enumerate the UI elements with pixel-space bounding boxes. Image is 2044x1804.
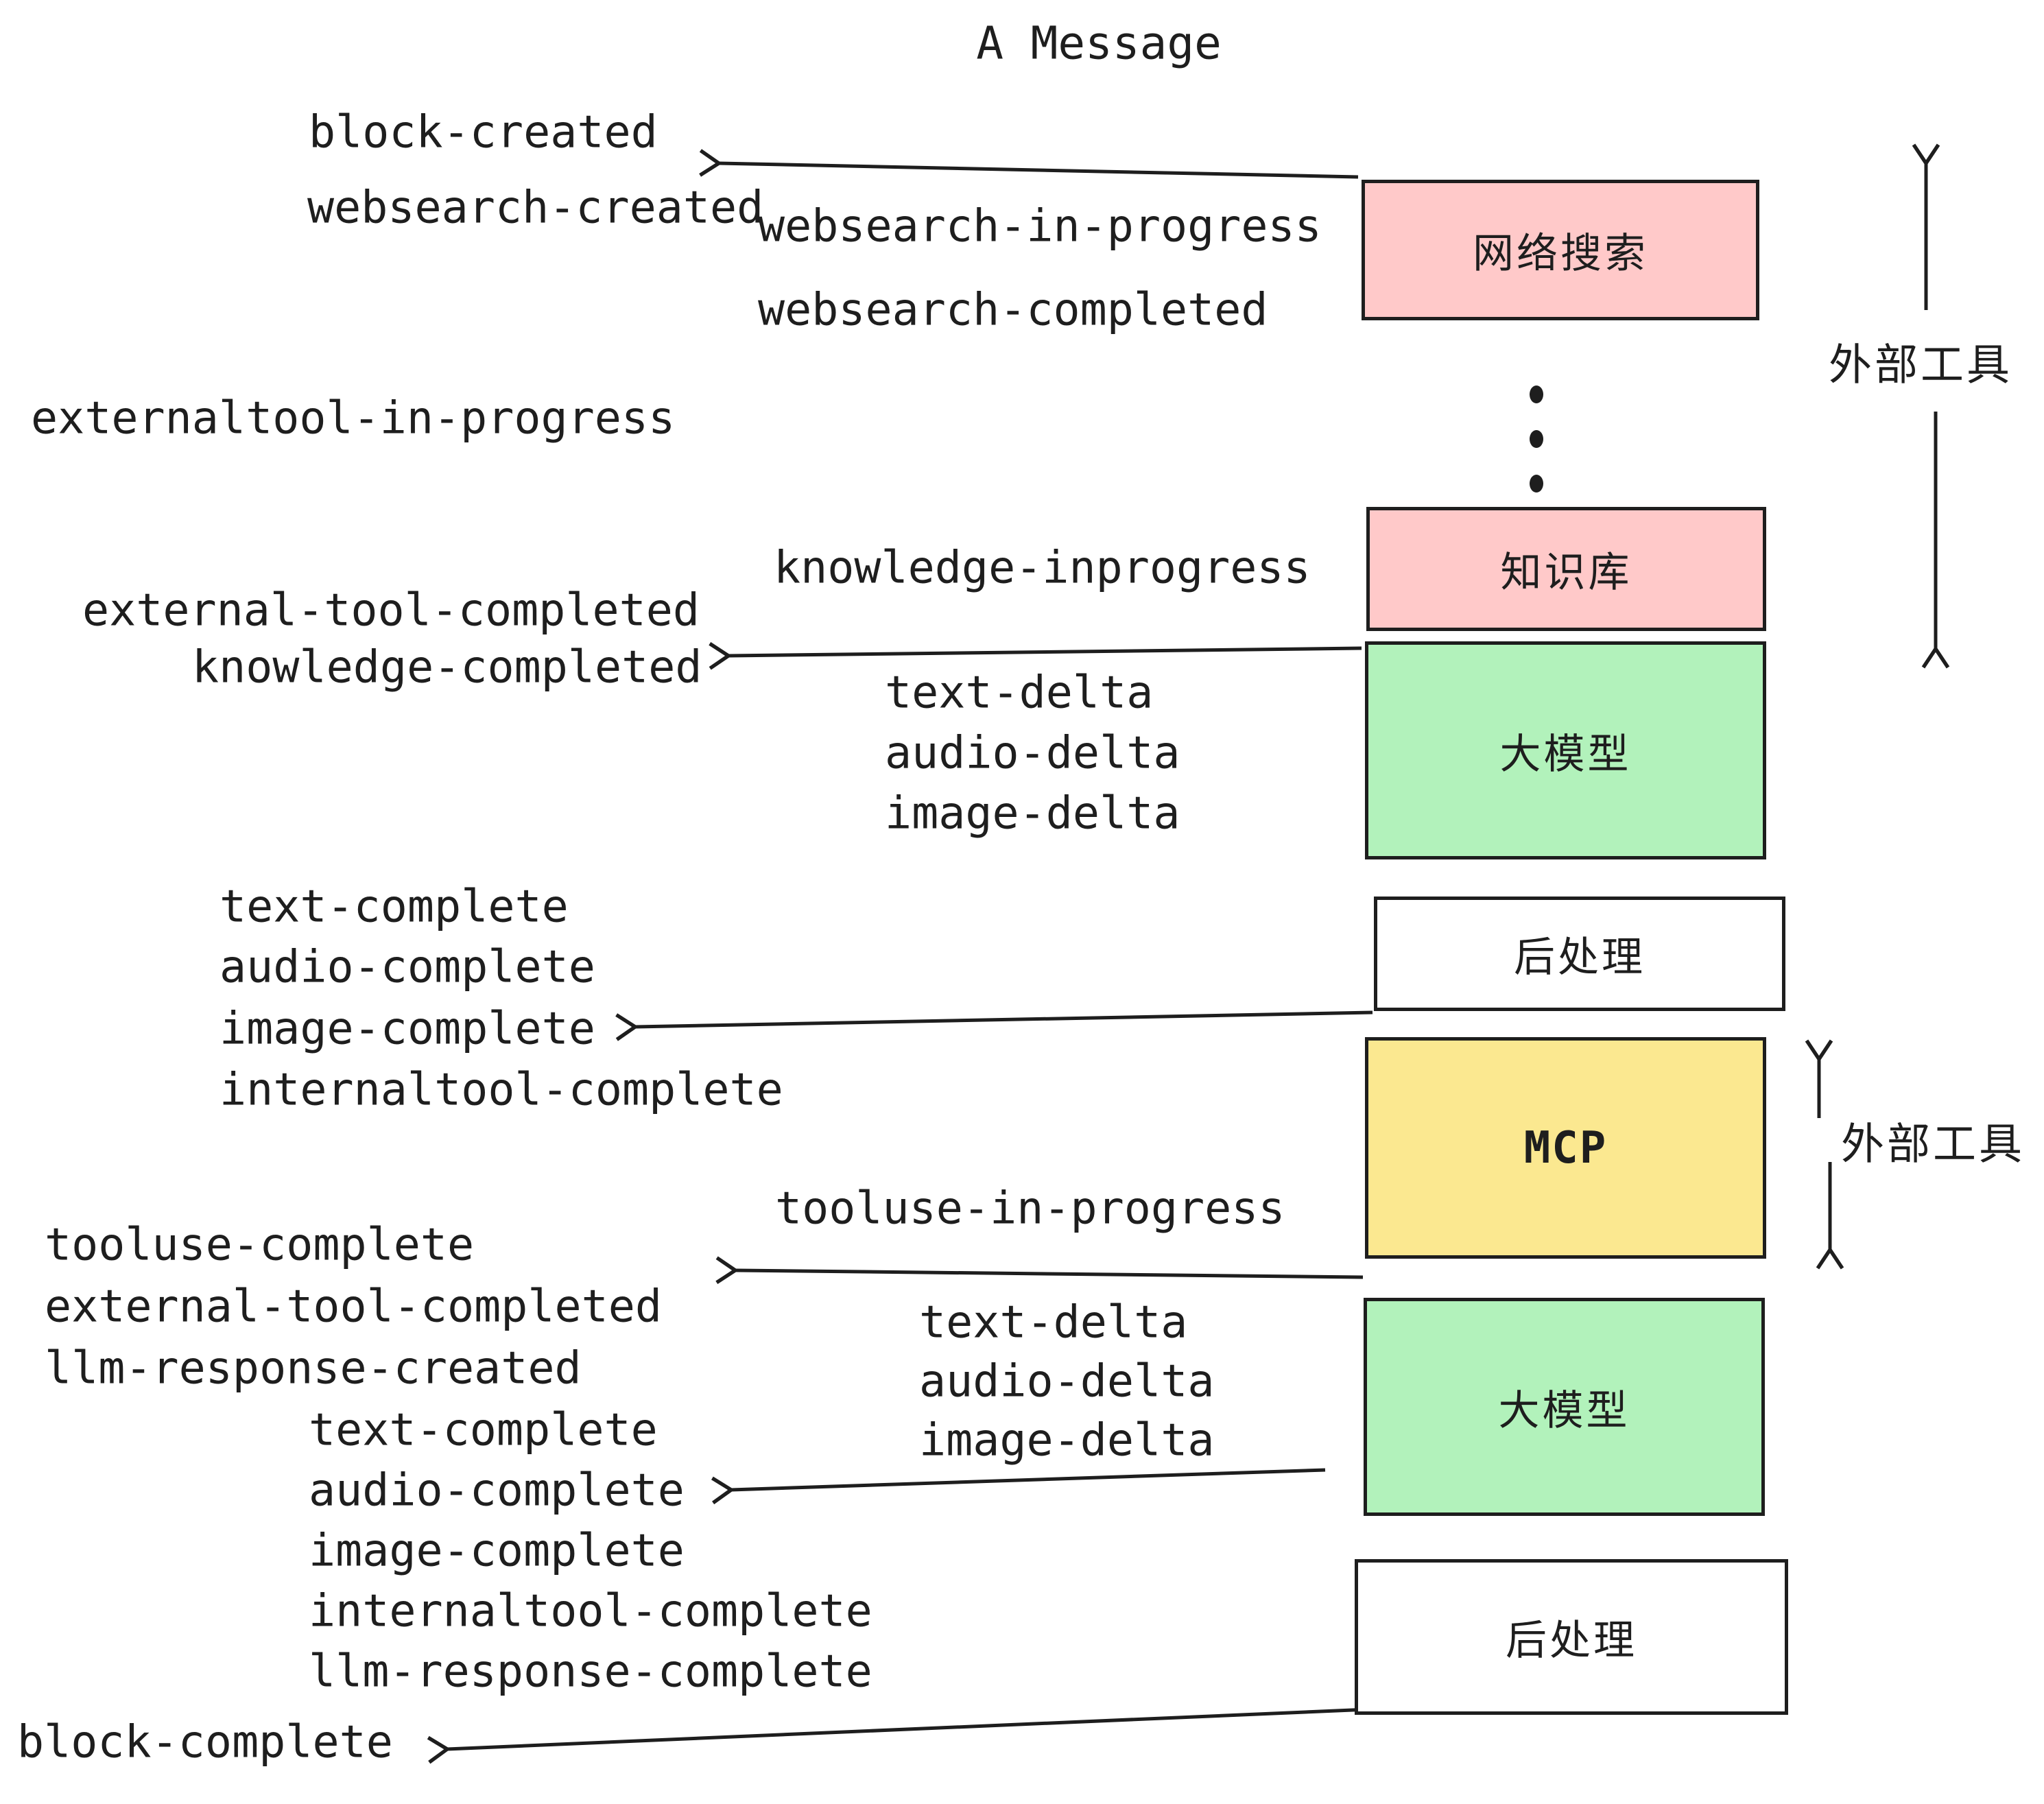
label-image-delta-1: image-delta (885, 787, 1180, 840)
arrow-to-image-complete (615, 1010, 1373, 1041)
label-image-delta-2: image-delta (919, 1414, 1215, 1467)
label-audio-delta-2: audio-delta (919, 1355, 1215, 1408)
label-block-created: block-created (309, 106, 658, 158)
label-llm-response-created: llm-response-created (45, 1342, 582, 1394)
label-knowledge-completed: knowledge-completed (192, 641, 702, 693)
postprocess-box-1: 后处理 (1374, 897, 1785, 1011)
label-audio-complete-1: audio-complete (219, 941, 595, 993)
label-block-complete: block-complete (17, 1716, 393, 1768)
label-websearch-created: websearch-created (307, 182, 764, 234)
label-audio-delta-1: audio-delta (885, 727, 1180, 779)
label-text-delta-2: text-delta (919, 1296, 1188, 1349)
label-websearch-in-progress: websearch-in-progress (758, 200, 1322, 252)
label-internaltool-complete-1: internaltool-complete (219, 1064, 783, 1116)
label-knowledge-inprogress: knowledge-inprogress (774, 542, 1311, 594)
arrow-to-tooluse-complete (715, 1256, 1364, 1284)
label-externaltool-in-progress: externaltool-in-progress (31, 392, 676, 444)
arrow-to-audio-complete (711, 1468, 1326, 1505)
label-text-complete-1: text-complete (219, 881, 569, 933)
label-llm-response-complete: llm-response-complete (309, 1646, 872, 1698)
postprocess-box-2: 后处理 (1355, 1559, 1788, 1715)
label-websearch-completed: websearch-completed (758, 284, 1268, 336)
arrow-to-block-complete (427, 1707, 1369, 1764)
arrow-to-block-created (699, 149, 1359, 179)
arrow-to-knowledge-completed (709, 642, 1362, 670)
websearch-box: 网络搜索 (1362, 180, 1759, 320)
page-title: A Message (976, 16, 1222, 70)
label-external-tool-completed-1: external-tool-completed (82, 584, 700, 637)
label-tooluse-in-progress: tooluse-in-progress (775, 1183, 1285, 1235)
knowledge-box: 知识库 (1366, 507, 1766, 631)
external-tools-label-top: 外部工具 (1829, 340, 2012, 390)
label-external-tool-completed-2: external-tool-completed (45, 1281, 663, 1333)
external-tools-label-mcp: 外部工具 (1841, 1119, 2025, 1170)
mcp-box: MCP (1365, 1037, 1766, 1259)
label-audio-complete-2: audio-complete (309, 1464, 685, 1517)
label-tooluse-complete: tooluse-complete (45, 1219, 475, 1271)
label-text-complete-2: text-complete (309, 1404, 658, 1456)
vertical-ellipsis-icon (1530, 385, 1543, 492)
llm-box-2: 大模型 (1364, 1298, 1765, 1516)
label-image-complete-2: image-complete (309, 1525, 685, 1577)
label-internaltool-complete-2: internaltool-complete (309, 1585, 872, 1637)
llm-box-1: 大模型 (1365, 641, 1766, 859)
label-text-delta-1: text-delta (885, 667, 1154, 719)
label-image-complete-1: image-complete (219, 1003, 595, 1055)
